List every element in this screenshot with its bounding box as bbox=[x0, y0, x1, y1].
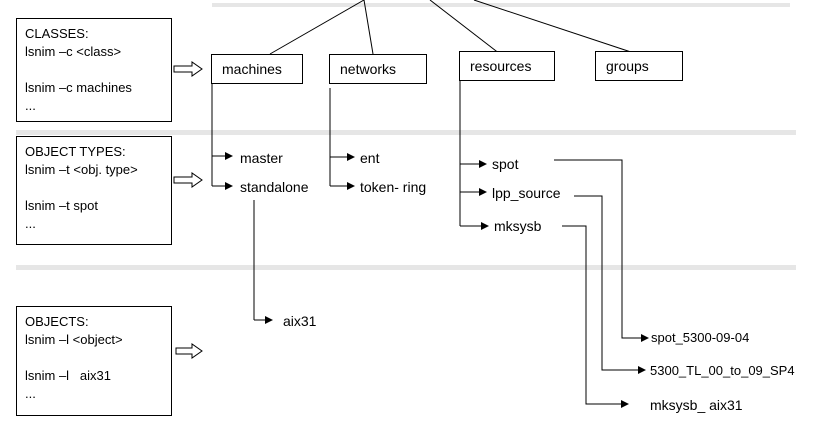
object-spot: spot_5300-09-04 bbox=[651, 330, 750, 345]
classes-info-box: CLASSES: lsnim –c <class> lsnim –c machi… bbox=[16, 18, 172, 122]
class-box-machines: machines bbox=[211, 54, 303, 84]
root-to-machines-line bbox=[269, 0, 365, 55]
object-mksysb: mksysb_ aix31 bbox=[650, 397, 743, 413]
type-standalone: standalone bbox=[240, 179, 309, 195]
root-to-groups-line bbox=[473, 0, 638, 55]
object-mksysb-suffix: aix31 bbox=[709, 397, 743, 413]
to-mksysb-object-arrow bbox=[562, 225, 629, 408]
class-box-groups: groups bbox=[595, 51, 683, 81]
object-types-syntax: lsnim –t <obj. type> bbox=[25, 162, 138, 177]
type-spot: spot bbox=[492, 156, 519, 172]
objects-heading: OBJECTS: bbox=[25, 314, 89, 329]
classes-syntax: lsnim –c <class> bbox=[25, 44, 122, 59]
object-types-example: lsnim –t spot bbox=[25, 198, 98, 213]
type-master: master bbox=[240, 150, 283, 166]
type-mksysb: mksysb bbox=[494, 218, 542, 234]
objects-info-box: OBJECTS: lsnim –l <object> lsnim –l aix3… bbox=[16, 306, 172, 416]
object-lpp-source: 5300_TL_00_to_09_SP4 bbox=[650, 363, 795, 378]
object-types-info-box: OBJECT TYPES: lsnim –t <obj. type> lsnim… bbox=[16, 136, 172, 245]
separator-classes-types bbox=[16, 130, 796, 135]
objects-example-cmd: lsnim –l bbox=[25, 368, 70, 383]
types-hollow-arrow bbox=[173, 172, 203, 188]
class-box-resources: resources bbox=[459, 51, 555, 81]
objects-example-arg: aix31 bbox=[79, 368, 111, 383]
classes-heading: CLASSES: bbox=[25, 26, 89, 41]
object-mksysb-prefix: mksysb_ bbox=[650, 397, 706, 413]
objects-hollow-arrow bbox=[175, 343, 203, 359]
objects-ellipsis: ... bbox=[25, 386, 36, 401]
classes-example: lsnim –c machines bbox=[25, 80, 132, 95]
top-separator bbox=[212, 3, 790, 7]
object-types-ellipsis: ... bbox=[25, 216, 36, 231]
type-ent: ent bbox=[360, 150, 380, 166]
type-token-ring: token- ring bbox=[360, 179, 427, 195]
to-lpp-object-arrow bbox=[574, 195, 646, 374]
type-lpp-source: lpp_source bbox=[492, 185, 561, 201]
to-spot-object-arrow bbox=[554, 159, 649, 342]
objects-syntax: lsnim –l <object> bbox=[25, 332, 123, 347]
object-aix31: aix31 bbox=[283, 313, 317, 329]
class-box-networks: networks bbox=[329, 54, 427, 84]
classes-ellipsis: ... bbox=[25, 98, 36, 113]
classes-hollow-arrow bbox=[173, 61, 203, 77]
separator-types-objects bbox=[16, 265, 796, 270]
root-to-resources-line bbox=[429, 0, 501, 55]
object-types-heading: OBJECT TYPES: bbox=[25, 144, 126, 159]
root-to-networks-line bbox=[363, 0, 374, 55]
